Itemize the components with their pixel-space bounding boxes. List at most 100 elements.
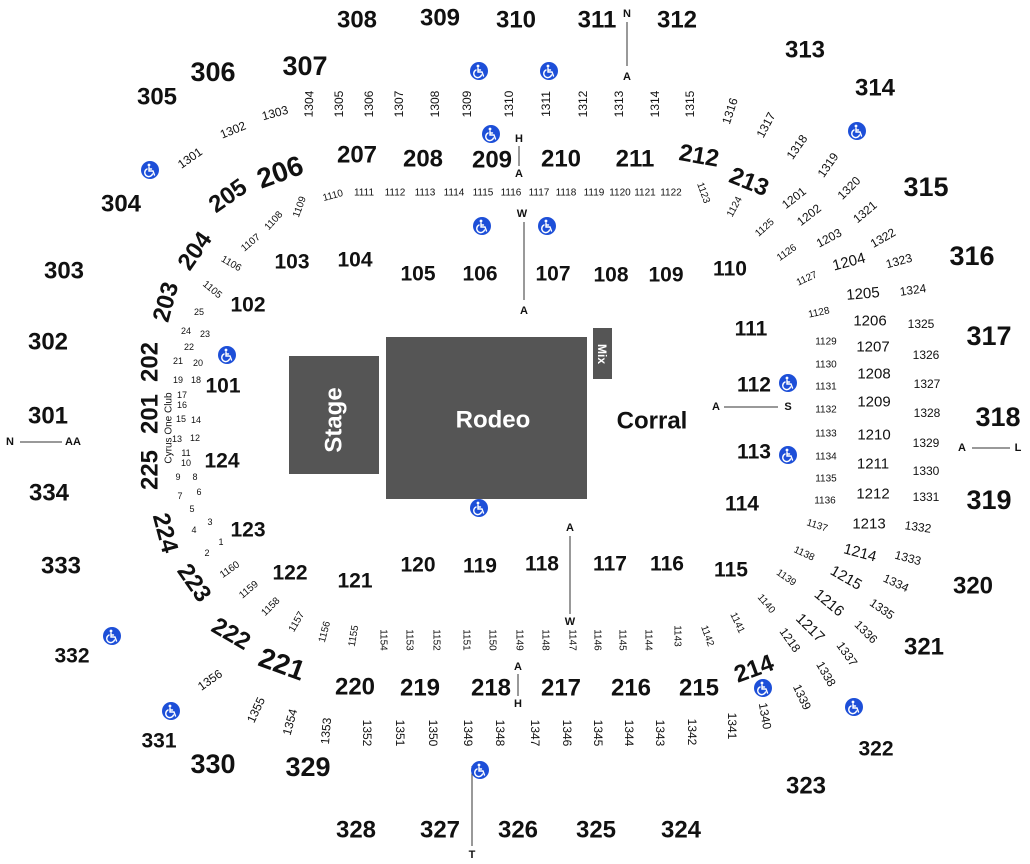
section-218[interactable]: 218 [471, 675, 511, 702]
section-115[interactable]: 115 [714, 559, 748, 582]
box-1152[interactable]: 1152 [431, 629, 442, 651]
box-1214[interactable]: 1214 [842, 540, 879, 565]
box-1311[interactable]: 1311 [539, 91, 553, 117]
box-1208[interactable]: 1208 [857, 366, 890, 383]
section-332[interactable]: 332 [54, 645, 89, 668]
section-217[interactable]: 217 [541, 675, 581, 702]
club-seat-2[interactable]: 2 [204, 548, 209, 558]
section-207[interactable]: 207 [337, 142, 377, 169]
section-102[interactable]: 102 [230, 294, 265, 317]
box-1338[interactable]: 1338 [813, 659, 839, 689]
club-seat-7[interactable]: 7 [177, 491, 182, 501]
section-120[interactable]: 120 [400, 554, 435, 577]
box-1349[interactable]: 1349 [461, 720, 475, 747]
section-114[interactable]: 114 [725, 493, 759, 516]
section-306[interactable]: 306 [190, 57, 235, 87]
box-1156[interactable]: 1156 [317, 620, 333, 644]
club-seat-16[interactable]: 16 [177, 400, 187, 410]
box-1150[interactable]: 1150 [487, 629, 498, 651]
club-seat-4[interactable]: 4 [191, 525, 196, 535]
box-1154[interactable]: 1154 [378, 629, 389, 651]
box-1141[interactable]: 1141 [727, 611, 746, 636]
box-1114[interactable]: 1114 [444, 188, 465, 199]
box-1330[interactable]: 1330 [913, 464, 940, 478]
box-1205[interactable]: 1205 [846, 284, 881, 304]
box-1155[interactable]: 1155 [347, 624, 362, 648]
box-1147[interactable]: 1147 [567, 629, 578, 651]
section-215[interactable]: 215 [679, 675, 719, 702]
club-seat-24[interactable]: 24 [181, 326, 191, 336]
box-1126[interactable]: 1126 [775, 242, 799, 264]
box-1133[interactable]: 1133 [815, 429, 837, 440]
box-1324[interactable]: 1324 [899, 281, 928, 299]
club-seat-6[interactable]: 6 [196, 487, 201, 497]
section-334[interactable]: 334 [29, 480, 70, 507]
box-1354[interactable]: 1354 [280, 707, 301, 737]
section-214[interactable]: 214 [731, 649, 778, 688]
section-216[interactable]: 216 [611, 675, 651, 702]
box-1203[interactable]: 1203 [814, 225, 844, 250]
box-1337[interactable]: 1337 [834, 639, 861, 669]
box-1111[interactable]: 1111 [354, 188, 374, 199]
box-1309[interactable]: 1309 [460, 90, 474, 117]
box-1346[interactable]: 1346 [560, 720, 574, 747]
box-1212[interactable]: 1212 [856, 486, 889, 503]
box-1351[interactable]: 1351 [393, 720, 407, 747]
club-seat-22[interactable]: 22 [184, 342, 194, 352]
section-211[interactable]: 211 [616, 146, 655, 173]
section-101[interactable]: 101 [205, 375, 240, 398]
section-104[interactable]: 104 [337, 249, 372, 272]
section-208[interactable]: 208 [403, 146, 443, 173]
box-1319[interactable]: 1319 [815, 150, 842, 180]
section-223[interactable]: 223 [171, 559, 216, 607]
box-1301[interactable]: 1301 [175, 144, 205, 171]
section-333[interactable]: 333 [41, 553, 81, 580]
section-327[interactable]: 327 [420, 817, 460, 844]
box-1345[interactable]: 1345 [591, 720, 605, 747]
box-1327[interactable]: 1327 [914, 377, 941, 391]
box-1145[interactable]: 1145 [617, 629, 628, 651]
section-106[interactable]: 106 [462, 263, 497, 286]
section-105[interactable]: 105 [400, 263, 435, 286]
section-312[interactable]: 312 [657, 7, 697, 34]
box-1303[interactable]: 1303 [260, 103, 290, 124]
section-313[interactable]: 313 [785, 37, 825, 64]
box-1120[interactable]: 1120 [609, 188, 631, 199]
club-seat-5[interactable]: 5 [189, 504, 194, 514]
corral-label[interactable]: Corral [617, 408, 688, 435]
section-107[interactable]: 107 [535, 263, 570, 286]
box-1336[interactable]: 1336 [852, 618, 881, 647]
section-103[interactable]: 103 [274, 251, 309, 274]
box-1323[interactable]: 1323 [884, 251, 914, 272]
section-314[interactable]: 314 [855, 75, 896, 102]
box-1329[interactable]: 1329 [913, 436, 940, 450]
club-seat-12[interactable]: 12 [190, 433, 200, 443]
box-1322[interactable]: 1322 [868, 225, 898, 251]
box-1136[interactable]: 1136 [814, 496, 836, 507]
box-1123[interactable]: 1123 [694, 181, 712, 205]
box-1160[interactable]: 1160 [218, 559, 242, 581]
section-221[interactable]: 221 [255, 641, 310, 686]
section-220[interactable]: 220 [335, 674, 375, 701]
section-309[interactable]: 309 [420, 5, 460, 32]
box-1356[interactable]: 1356 [195, 666, 225, 693]
box-1129[interactable]: 1129 [815, 337, 837, 348]
section-311[interactable]: 311 [578, 7, 617, 34]
section-302[interactable]: 302 [28, 329, 68, 356]
section-110[interactable]: 110 [713, 258, 747, 281]
section-109[interactable]: 109 [648, 264, 683, 287]
club-seat-14[interactable]: 14 [191, 415, 201, 425]
club-seat-18[interactable]: 18 [191, 375, 201, 385]
section-225[interactable]: 225 [137, 450, 164, 490]
section-209[interactable]: 209 [472, 147, 512, 174]
box-1305[interactable]: 1305 [332, 90, 346, 117]
section-203[interactable]: 203 [148, 279, 184, 325]
section-305[interactable]: 305 [137, 84, 177, 111]
mix-area[interactable] [593, 328, 612, 379]
club-seat-11[interactable]: 11 [181, 448, 190, 458]
box-1331[interactable]: 1331 [913, 490, 940, 504]
box-1110[interactable]: 1110 [322, 188, 345, 204]
box-1206[interactable]: 1206 [853, 313, 886, 330]
box-1122[interactable]: 1122 [660, 188, 682, 199]
box-1306[interactable]: 1306 [362, 90, 376, 117]
